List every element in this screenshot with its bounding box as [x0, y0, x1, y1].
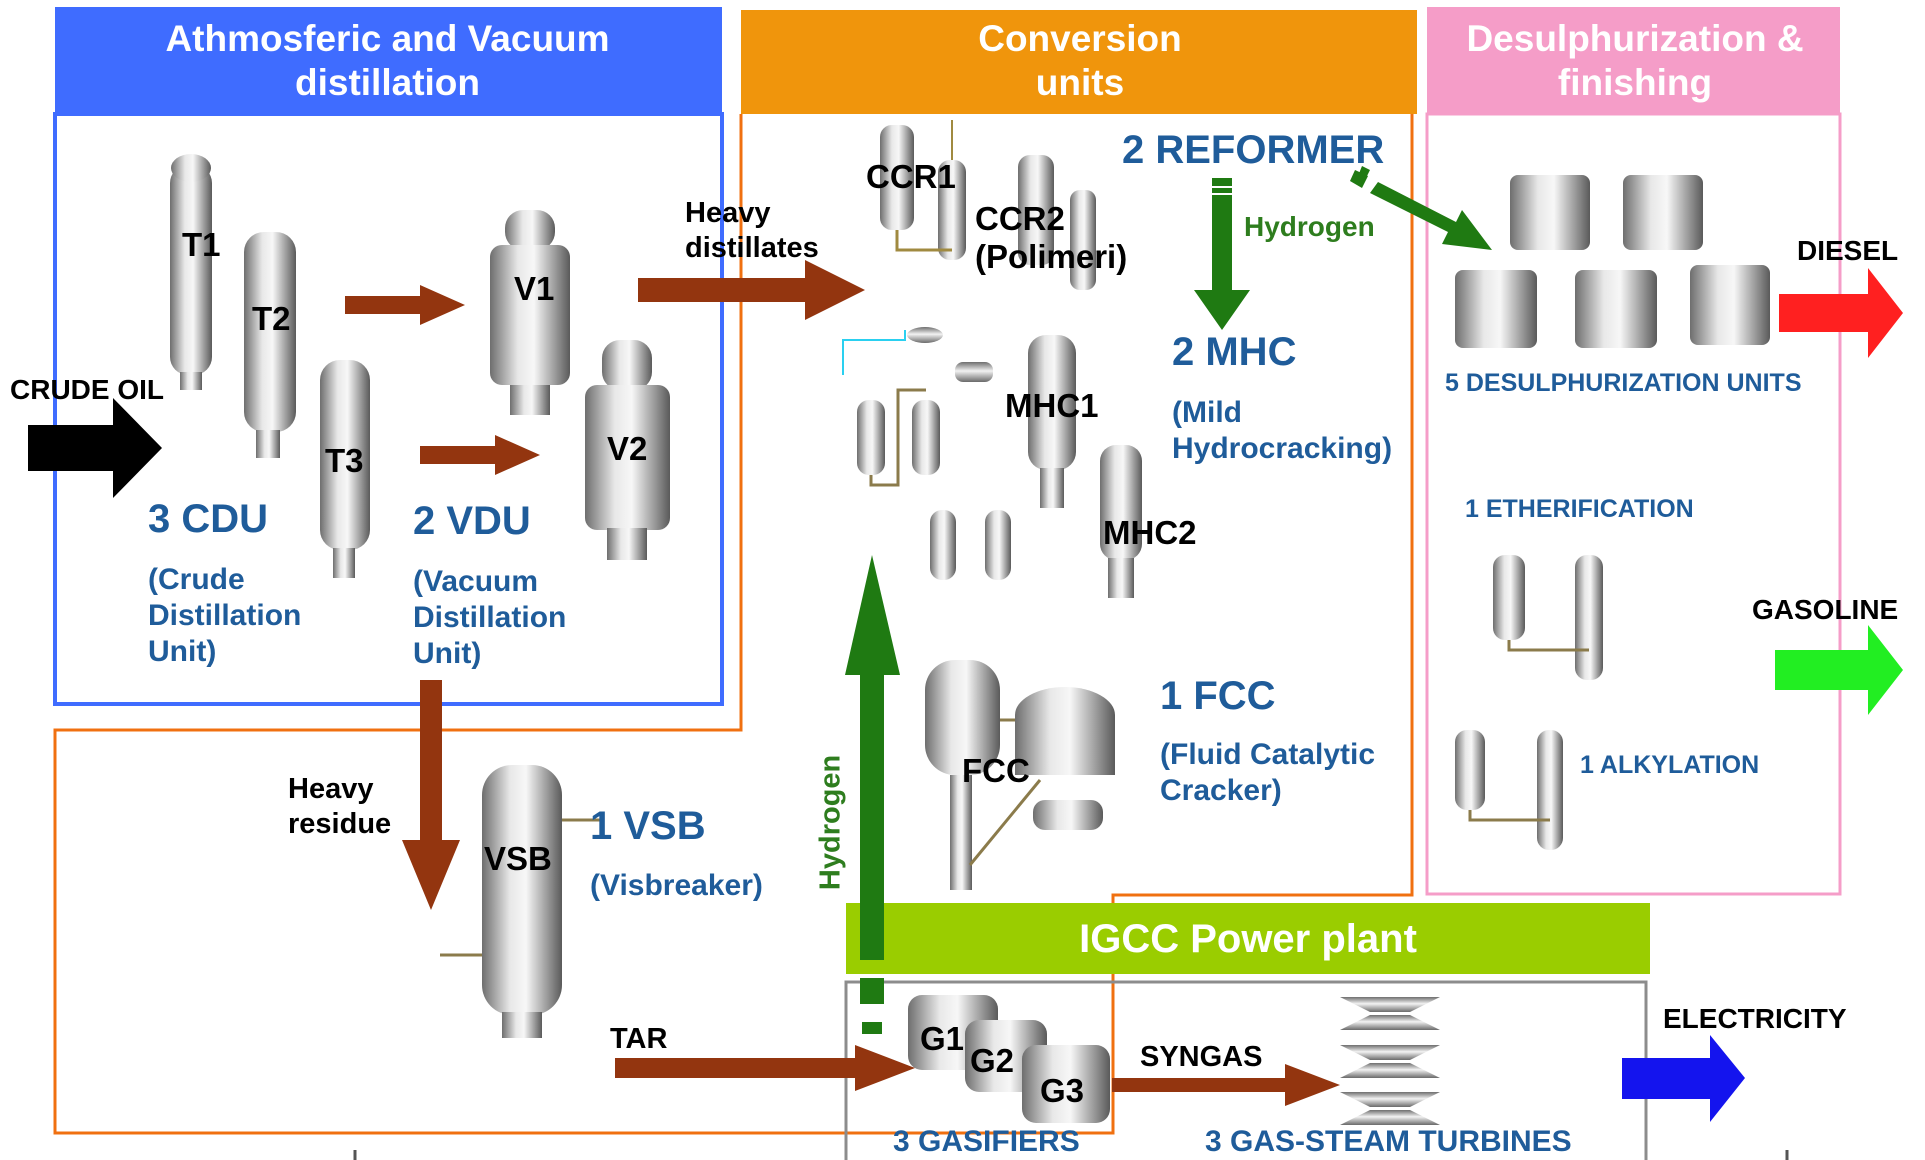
desulph-units-label: 5 DESULPHURIZATION UNITS — [1445, 369, 1802, 397]
cdu-to-v2-arrow — [420, 435, 540, 475]
distillation-header-bar — [55, 7, 722, 114]
vdu-desc: (Vacuum Distillation Unit) — [413, 565, 567, 670]
vdu-vessel-v1 — [490, 210, 570, 415]
process-arrows — [345, 260, 1340, 1106]
desulph-frame — [1425, 112, 1842, 896]
reformer-units — [880, 120, 1096, 290]
vsb-label: VSB — [484, 840, 552, 877]
desulph-header: Desulphurization & finishing — [1466, 17, 1804, 103]
crude-oil-label: CRUDE OIL — [10, 374, 164, 405]
fcc-desc: (Fluid Catalytic Cracker) — [1160, 738, 1376, 807]
reformer-title: 2 REFORMER — [1122, 128, 1385, 172]
alkylation-label: 1 ALKYLATION — [1580, 751, 1760, 779]
desulph-header-bar — [1427, 7, 1840, 114]
syngas-label: SYNGAS — [1140, 1041, 1263, 1073]
ccr2-label: CCR2 (Polimeri) — [975, 200, 1128, 275]
heavy-residue-label: Heavy residue — [288, 773, 392, 840]
g2-label: G2 — [970, 1042, 1015, 1079]
mhc1-label: MHC1 — [1005, 387, 1099, 424]
cdu-title: 3 CDU — [148, 497, 269, 541]
cdu-column-t1 — [170, 154, 212, 390]
mhc-title: 2 MHC — [1172, 330, 1297, 374]
mhc2-label: MHC2 — [1103, 514, 1197, 551]
mhc-units — [842, 327, 1142, 598]
ccr1-label: CCR1 — [866, 158, 956, 195]
heavy-residue-arrow — [402, 680, 460, 910]
crude-oil-arrow — [28, 398, 162, 498]
distillation-frame — [53, 112, 724, 706]
tar-arrow — [615, 1045, 915, 1091]
cdu-column-t2 — [244, 232, 296, 458]
alkylation-unit — [1455, 730, 1563, 850]
vdu-title: 2 VDU — [413, 499, 531, 543]
v1-label: V1 — [514, 270, 555, 307]
hydrogen-arrows — [845, 166, 1492, 1034]
igcc-header: IGCC Power plant — [1079, 917, 1417, 961]
hydrogen-vertical-label: Hydrogen — [814, 754, 847, 891]
mhc-desc: (Mild Hydrocracking) — [1172, 396, 1393, 465]
diesel-label: DIESEL — [1797, 235, 1899, 266]
heavy-distillates-arrow — [638, 260, 865, 320]
fcc-unit — [925, 660, 1115, 890]
distillation-header: Athmosferic and Vacuum distillation — [165, 17, 610, 103]
t2-label: T2 — [252, 300, 291, 337]
cdu-column-t3 — [320, 360, 370, 578]
vsb-desc: (Visbreaker) — [590, 869, 763, 902]
vdu-vessel-v2 — [585, 340, 670, 560]
reformer-to-mhc-arrow — [1194, 195, 1250, 330]
conversion-frame — [53, 114, 1414, 1135]
gasifiers-label: 3 GASIFIERS — [893, 1125, 1080, 1158]
conversion-header: Conversion units — [978, 17, 1182, 103]
turbines-label: 3 GAS-STEAM TURBINES — [1205, 1125, 1572, 1158]
gasoline-arrow — [1775, 625, 1903, 715]
etherification-unit — [1493, 555, 1603, 680]
turbine-icons — [1340, 997, 1440, 1125]
tar-label: TAR — [610, 1023, 668, 1055]
t1-label: T1 — [182, 226, 221, 263]
heavy-distillates-label: Heavy distillates — [685, 197, 819, 264]
reformer-to-desulph-arrow — [1370, 182, 1492, 250]
cdu-desc: (Crude Distillation Unit) — [148, 563, 302, 668]
conversion-header-bar — [741, 10, 1417, 114]
diesel-arrow — [1779, 268, 1903, 358]
v2-label: V2 — [607, 430, 648, 467]
electricity-arrow — [1622, 1035, 1745, 1122]
electricity-label: ELECTRICITY — [1663, 1003, 1847, 1034]
hydrogen-reformer-label: Hydrogen — [1244, 211, 1375, 242]
g1-label: G1 — [920, 1020, 965, 1057]
fcc-label: FCC — [962, 752, 1030, 789]
hydrogen-vertical-arrow — [845, 555, 900, 960]
gasifier-tanks — [908, 995, 1110, 1123]
vsb-title: 1 VSB — [590, 804, 706, 848]
g3-label: G3 — [1040, 1072, 1085, 1109]
distillation-section — [53, 7, 724, 706]
vsb-vessel — [440, 765, 600, 1038]
conversion-section — [53, 10, 1417, 1135]
t3-label: T3 — [325, 442, 364, 479]
igcc-header-bar — [846, 903, 1650, 974]
syngas-arrow — [1112, 1064, 1340, 1106]
gasoline-label: GASOLINE — [1752, 594, 1899, 625]
cdu-to-v1-arrow — [345, 285, 465, 325]
desulph-tanks — [1455, 175, 1770, 348]
desulph-section — [1425, 7, 1842, 896]
fcc-title: 1 FCC — [1160, 674, 1276, 718]
etherification-label: 1 ETHERIFICATION — [1465, 495, 1694, 523]
